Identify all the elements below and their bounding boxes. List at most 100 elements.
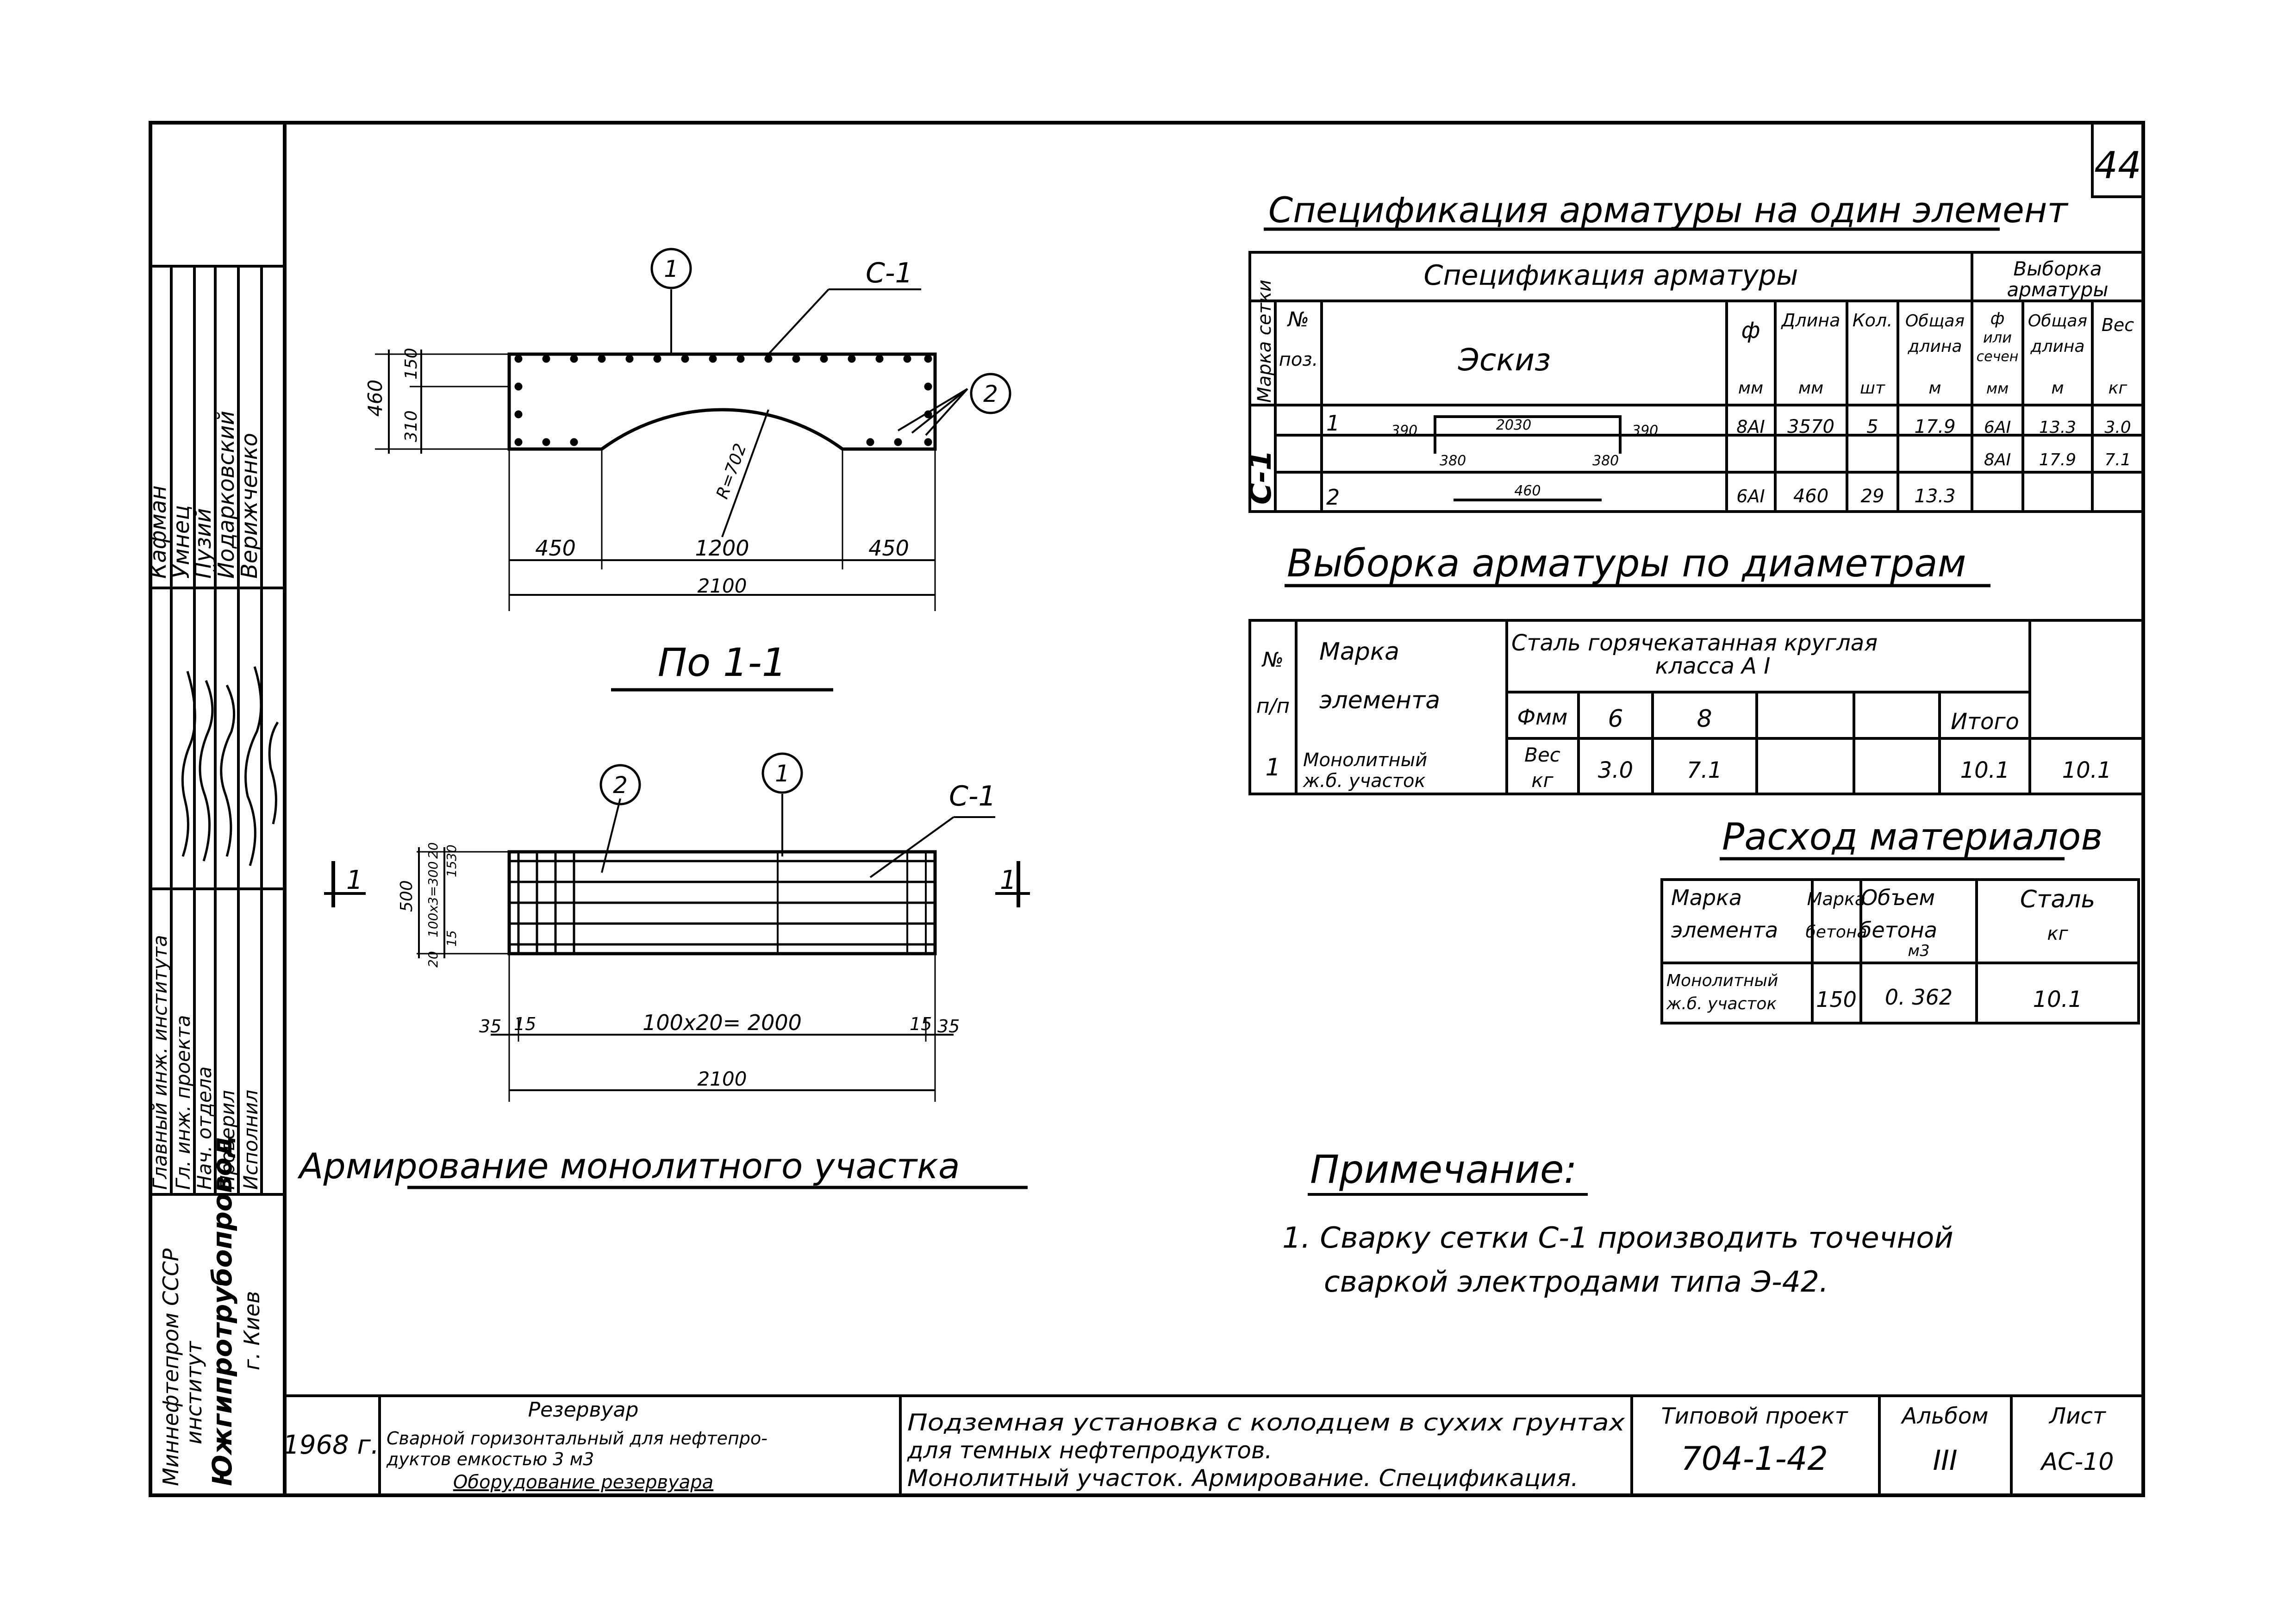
sel-table [1248, 619, 2145, 795]
mat-col-grade-1: Марка [1807, 889, 1866, 909]
sel-w6: 3.0 [1598, 757, 1633, 783]
spec-mark-value: С-1 [1244, 450, 1278, 505]
mat-col-vol-unit: м3 [1908, 942, 1929, 960]
sel-row-mark-1: Монолитный [1303, 750, 1427, 771]
tb-reservoir-desc-2: дуктов емкостью 3 м3 [386, 1449, 594, 1469]
dim-2100b: 2100 [698, 1068, 747, 1090]
tb-sheet-value: АС-10 [2040, 1448, 2114, 1476]
org-line-2: институт [181, 1341, 206, 1444]
spec-col-total-unit: м [1928, 379, 1941, 398]
spec-row1-total: 17.9 [1914, 416, 1955, 437]
dim-20b: 20 [425, 951, 441, 968]
dim-20a: 20 [425, 842, 441, 859]
note-1-a: 1. Сварку сетки С-1 производить точечной [1282, 1221, 1953, 1255]
spec-col-qty: Кол. [1853, 310, 1893, 331]
spec-row1-sel-diam: 6АI [1984, 418, 2011, 437]
stamp-name-5: Верижченко [237, 433, 262, 579]
spec-col-sell-2: длина [2030, 337, 2085, 356]
dim-15-right: 15 [910, 1014, 932, 1034]
tb-album-label: Альбом [1901, 1403, 1989, 1429]
callout-2b: 2 [613, 772, 628, 799]
dim-radius: R=702 [713, 441, 750, 501]
mat-col-grade-2: бетона [1806, 923, 1867, 942]
spec-row1b-sel-len: 17.9 [2039, 450, 2076, 469]
spec-row2-pos: 2 [1326, 485, 1340, 510]
spec-col-weight-unit: кг [2109, 379, 2128, 398]
spec-col-seld-2: или [1983, 329, 2012, 346]
spec-header-sel-2: арматуры [2007, 278, 2109, 301]
spec-col-sketch: Эскиз [1458, 342, 1551, 378]
spec-sketches [1434, 415, 1622, 501]
stamp-name-3: Пузий [190, 508, 216, 579]
tb-reservoir-desc-3: Оборудование резервуара [453, 1472, 713, 1493]
mat-col-steel-unit: кг [2047, 923, 2068, 944]
spec-row1-weight: 3.0 [2104, 418, 2131, 437]
spec-col-mark: Марка сетки [1254, 280, 1275, 403]
spec-row1-sk-top: 2030 [1496, 417, 1531, 433]
sel-w8: 7.1 [1687, 757, 1722, 783]
spec-col-total-1: Общая [1905, 312, 1965, 331]
sel-col-mark-1: Марка [1319, 638, 1399, 666]
dim-30: 30 [444, 844, 459, 861]
notes-title: Примечание: [1310, 1147, 1577, 1192]
spec-row2-diam: 6АI [1736, 486, 1765, 506]
dim-450-left: 450 [535, 536, 576, 561]
spec-row1b-weight: 7.1 [2104, 450, 2131, 469]
tb-sheet-label: Лист [2048, 1403, 2107, 1429]
spec-col-seld-1: ф [1990, 309, 2005, 328]
tb-reservoir-desc-1: Сварной горизонтальный для нефтепро- [387, 1428, 767, 1449]
dim-35-left: 35 [479, 1016, 501, 1037]
stamp-name-4: Йодарковский [213, 411, 239, 579]
dim-15b: 15 [444, 930, 459, 947]
spec-col-diam: ф [1741, 318, 1760, 344]
spec-col-sell-unit: м [2051, 379, 2064, 398]
spec-row1-sk-br: 380 [1592, 453, 1619, 469]
sel-d6: 6 [1608, 705, 1623, 733]
mat-col-mark-2: элемента [1671, 918, 1778, 943]
spec-row1-sk-bl: 380 [1440, 453, 1466, 469]
sel-col-steel-2: класса А I [1655, 653, 1771, 679]
sel-weight-label-1: Вес [1524, 743, 1560, 766]
spec-title: Спецификация арматуры на один элемент [1268, 189, 2069, 231]
tb-desc-2: для темных нефтепродуктов. [907, 1437, 1272, 1464]
mat-col-steel-1: Сталь [2020, 886, 2095, 913]
sel-row-mark-2: ж.б. участок [1303, 770, 1426, 792]
section-mark-right: 1 [1000, 865, 1017, 895]
tb-desc-1: Подземная установка с колодцем в сухих г… [907, 1409, 1625, 1436]
sel-title: Выборка арматуры по диаметрам [1287, 542, 1966, 586]
org-line-3: Южгипротрубопровод [206, 1136, 238, 1486]
dim-2100: 2100 [698, 575, 747, 597]
sel-weight-label-2: кг [1531, 769, 1554, 792]
tb-year: 1968 г. [283, 1430, 379, 1460]
sel-col-total: Итого [1951, 709, 2019, 735]
dim-2000: 100х20= 2000 [643, 1010, 802, 1035]
mat-row-mark-2: ж.б. участок [1666, 994, 1777, 1013]
sheet-number: 44 [2094, 144, 2141, 187]
sel-col-n-1: № [1261, 648, 1284, 672]
spec-row2-sk-len: 460 [1514, 483, 1541, 499]
dim-15-left: 15 [514, 1014, 536, 1034]
spec-col-length-unit: мм [1798, 379, 1823, 398]
spec-row1-sk-left: 390 [1391, 423, 1417, 439]
sel-col-phi: Фмм [1517, 705, 1567, 730]
spec-col-diam-unit: мм [1738, 379, 1763, 398]
sheet-frame [149, 121, 2145, 1497]
spec-row1-sk-right: 390 [1632, 423, 1658, 439]
mat-table [1660, 878, 2140, 1024]
label-c1-b: С-1 [949, 780, 996, 812]
sel-col-steel-1: Сталь горячекатанная круглая [1511, 630, 1878, 656]
plan-drawing [324, 752, 1030, 1102]
tb-desc-3: Монолитный участок. Армирование. Специфи… [907, 1465, 1578, 1492]
sel-grand: 10.1 [2062, 757, 2112, 783]
tb-album-value: III [1933, 1444, 1957, 1477]
spec-row1-length: 3570 [1787, 416, 1834, 437]
spec-table [1248, 251, 2145, 513]
spec-col-sell-1: Общая [2028, 312, 2087, 331]
stamp-name-1: Кафман [145, 485, 171, 579]
dim-150: 150 [402, 348, 421, 380]
title-block [285, 1394, 2143, 1495]
stamp-role-2: Гл. инж. проекта [172, 1015, 194, 1190]
mat-steel: 10.1 [2033, 987, 2083, 1012]
dim-450-right: 450 [868, 536, 909, 561]
dim-35-right: 35 [937, 1016, 960, 1037]
